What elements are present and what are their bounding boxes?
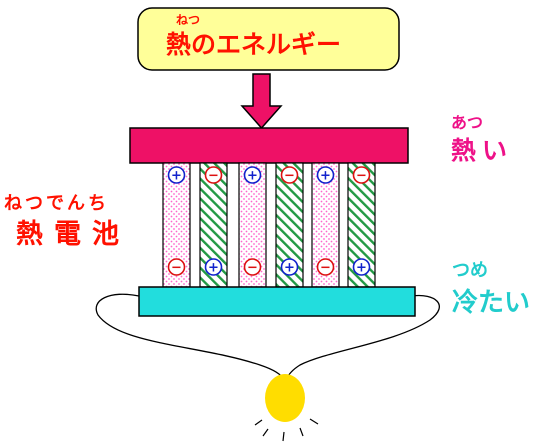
plus-sign-bottom-5: + [356,261,367,276]
plus-sign-top-0: + [171,169,182,184]
cold-ruby: つめ [452,260,488,281]
minus-sign-bottom-4: − [320,261,331,276]
plus-sign-bottom-1: + [208,261,219,276]
thermocouple-ruby: ねつでんち [4,193,109,214]
plus-terminal-bottom-3 [280,258,299,276]
minus-terminal-bottom-2 [243,258,262,276]
minus-sign-top-1: − [208,169,219,184]
hot-ruby: あつ [451,113,484,132]
hot-plate [129,127,409,164]
plus-sign-top-4: + [320,169,331,184]
wire [95,293,285,381]
minus-sign-bottom-0: − [171,261,182,276]
plus-terminal-top-4 [316,166,335,184]
plus-terminal-bottom-1 [204,258,223,276]
hot-label: 熱い [451,136,514,165]
wire [285,294,440,381]
thermocouple-label: 熱電池 [16,219,130,250]
cold-plate [138,286,416,317]
plus-sign-top-2: + [247,169,258,184]
light-bulb [265,374,305,422]
minus-terminal-top-1 [204,166,223,184]
heat-energy-box [137,7,400,71]
plus-terminal-bottom-5 [352,258,371,276]
minus-sign-top-5: − [356,169,367,184]
heat-energy-label: 熱のエネルギー [166,30,342,59]
heat-arrow [240,73,283,130]
heat-ruby: ねつ [176,13,201,27]
cold-label: 冷たい [452,288,531,318]
plus-terminal-top-0 [167,166,186,184]
plus-terminal-top-2 [243,166,262,184]
minus-sign-top-3: − [284,169,295,184]
minus-terminal-bottom-4 [316,258,335,276]
thermoelectric-legs: + − − + + − − + + − − + [162,162,376,288]
plus-sign-bottom-3: + [284,261,295,276]
minus-terminal-top-5 [352,166,371,184]
light-rays [254,418,319,442]
minus-sign-bottom-2: − [247,261,258,276]
minus-terminal-bottom-0 [167,258,186,276]
minus-terminal-top-3 [280,166,299,184]
